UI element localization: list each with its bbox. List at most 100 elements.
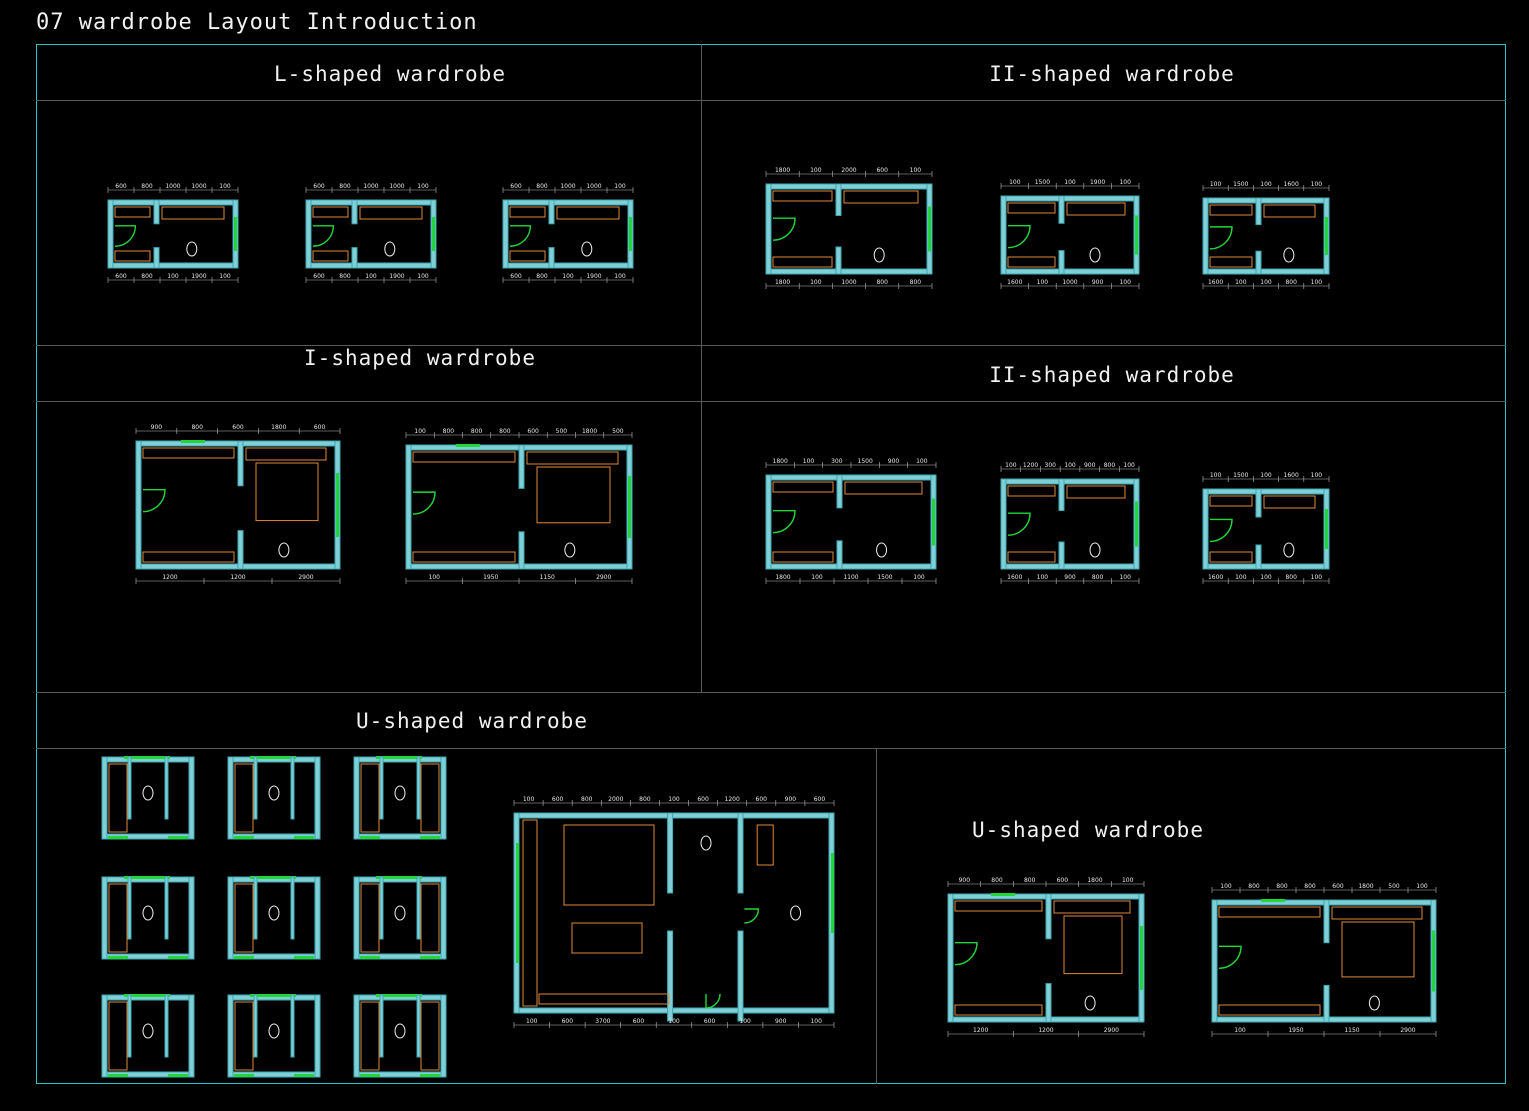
wall <box>416 994 421 1058</box>
fixture <box>843 190 919 204</box>
window <box>108 956 128 959</box>
window <box>294 956 314 959</box>
divider <box>36 345 1506 346</box>
dimension-label: 1600 <box>1007 574 1022 581</box>
fixture <box>234 883 254 953</box>
dimension-label: 100 <box>1311 472 1323 479</box>
wall <box>379 756 384 820</box>
wall <box>1255 197 1262 226</box>
fixture <box>1063 915 1123 975</box>
dimension-label: 100 <box>417 183 429 190</box>
dimension-label: 100 <box>810 279 822 286</box>
window <box>455 444 480 447</box>
dimension-label: 1200 <box>162 574 177 581</box>
wall <box>1058 195 1065 224</box>
wall <box>737 812 744 894</box>
fixture <box>360 1001 380 1071</box>
dimension-label: 100 <box>1210 181 1222 188</box>
dimension-label: 300 <box>1045 462 1057 469</box>
window <box>420 836 440 839</box>
window <box>234 1074 254 1077</box>
dimension-label: 500 <box>556 428 568 435</box>
fixture <box>412 451 516 463</box>
window <box>360 956 380 959</box>
fixture <box>114 206 151 218</box>
wall <box>107 199 114 269</box>
section-title-u-shaped-left: U-shaped wardrobe <box>356 709 588 733</box>
fixture <box>1331 906 1423 920</box>
window <box>629 217 632 251</box>
dimension-label: 100 <box>429 574 441 581</box>
toilet <box>142 785 154 801</box>
window <box>432 217 435 251</box>
dimension-label: 100 <box>811 574 823 581</box>
wall <box>101 876 108 960</box>
dimension-label: 1500 <box>1233 181 1248 188</box>
door-swing <box>1007 224 1031 249</box>
dimension-label: 900 <box>785 796 797 803</box>
toilet <box>564 542 576 558</box>
wall <box>502 199 509 269</box>
window <box>336 473 339 537</box>
dimension-label: 100 <box>365 273 377 280</box>
wall <box>227 756 234 840</box>
dimension-label: 1800 <box>582 428 597 435</box>
toilet <box>384 241 396 257</box>
dimension-label: 600 <box>562 1018 574 1025</box>
wall <box>765 563 937 570</box>
wall <box>305 199 312 269</box>
wall <box>188 876 195 960</box>
section-title-i-shaped: I-shaped wardrobe <box>304 346 536 370</box>
dimension-label: 2900 <box>596 574 611 581</box>
dimension-label: 600 <box>313 273 325 280</box>
wall <box>502 199 634 206</box>
u-module-1 <box>101 756 195 840</box>
window <box>376 756 422 759</box>
dimension-label: 800 <box>1104 462 1116 469</box>
dimension-label: 100 <box>614 183 626 190</box>
dimension-label: 900 <box>151 424 163 431</box>
dimension-label: 1200 <box>230 574 245 581</box>
toilet <box>790 905 802 921</box>
dimension-label: 2000 <box>608 796 623 803</box>
page-title: 07 wardrobe Layout Introduction <box>36 10 478 35</box>
u-module-2 <box>227 756 321 840</box>
dimension-label: 600 <box>697 796 709 803</box>
wall <box>1058 250 1065 275</box>
fixture <box>245 447 327 461</box>
dimension-label: 100 <box>910 167 922 174</box>
wall <box>765 183 933 190</box>
wall <box>1202 268 1330 275</box>
dimension-label: 1900 <box>389 273 404 280</box>
dimension-label: 1150 <box>1344 1027 1359 1034</box>
dimension-label: 100 <box>1119 279 1131 286</box>
dimension-label: 500 <box>612 428 624 435</box>
wall <box>188 756 195 840</box>
dimension-label: 600 <box>633 1018 645 1025</box>
dimension-label: 1200 <box>973 1027 988 1034</box>
dimension-label: 100 <box>1260 574 1272 581</box>
fixture <box>234 1001 254 1071</box>
fixture <box>359 206 423 220</box>
fixture <box>844 481 923 495</box>
door-swing <box>744 908 760 924</box>
fixture <box>1007 256 1056 268</box>
dimension-label: 900 <box>1084 462 1096 469</box>
wall <box>253 756 258 820</box>
wall <box>237 530 244 570</box>
wall <box>835 246 842 275</box>
window <box>376 994 422 997</box>
fixture <box>772 190 833 202</box>
wall <box>765 474 937 481</box>
dimension-label: 800 <box>141 273 153 280</box>
wall <box>290 994 295 1058</box>
fixture <box>114 250 151 262</box>
toilet <box>1089 247 1101 263</box>
drawing-frame <box>36 44 1506 1084</box>
dimension-label: 1000 <box>841 279 856 286</box>
wall <box>1255 488 1262 518</box>
divider <box>36 100 1506 101</box>
dimension-label: 1000 <box>1062 279 1077 286</box>
dimension-label: 1100 <box>843 574 858 581</box>
dimension-label: 100 <box>1037 574 1049 581</box>
